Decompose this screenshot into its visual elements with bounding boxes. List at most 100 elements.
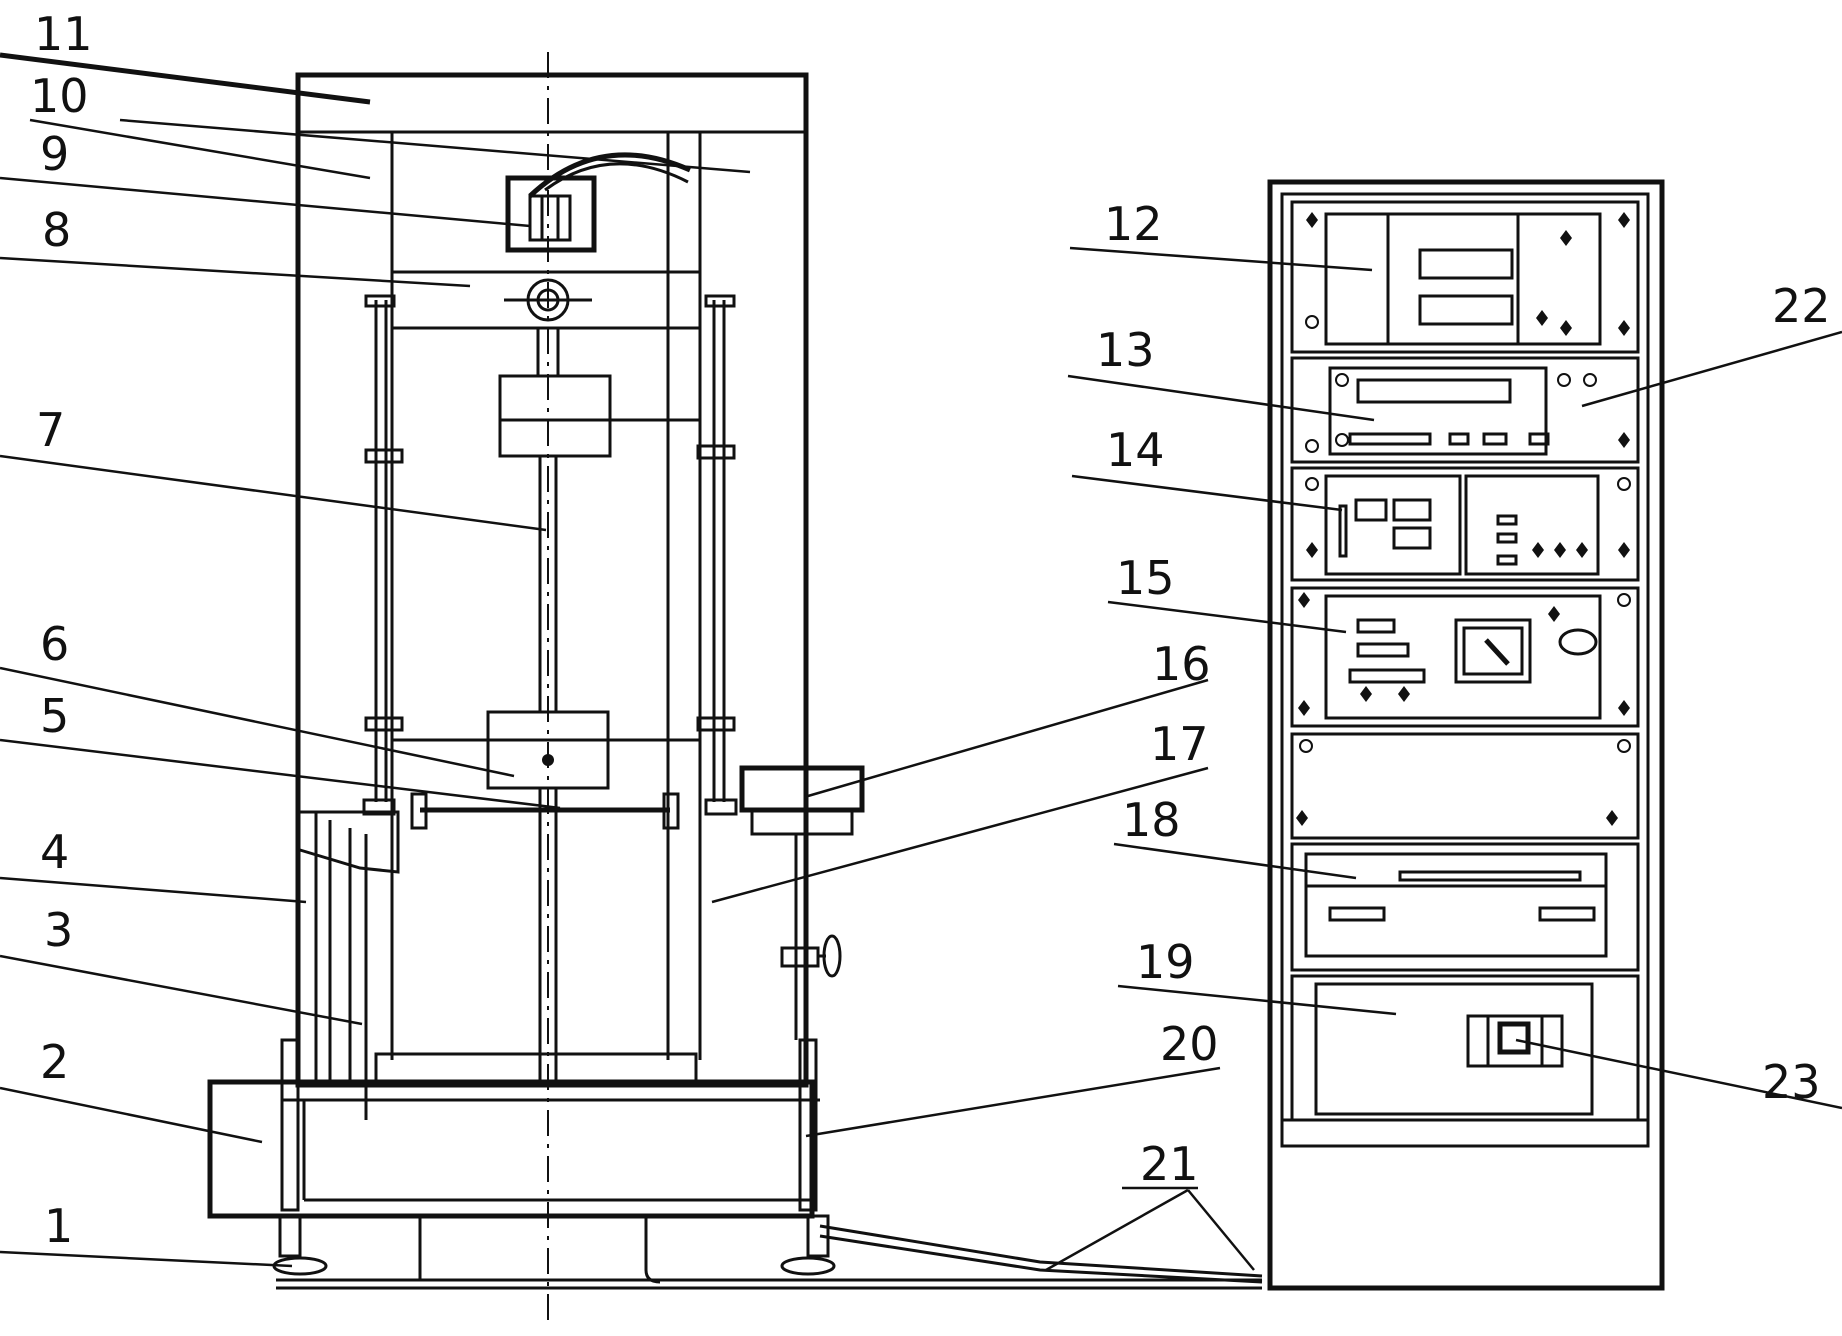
leader-3 bbox=[0, 954, 363, 1026]
base-cabinet bbox=[207, 1079, 815, 1219]
screw bbox=[1299, 739, 1313, 753]
cable-b bbox=[819, 1234, 1263, 1284]
screw bbox=[1360, 686, 1372, 702]
leader-10b bbox=[119, 118, 751, 174]
leader-14 bbox=[1071, 474, 1343, 512]
callout-6: 6 bbox=[40, 617, 69, 671]
callout-4: 4 bbox=[40, 825, 69, 879]
module-14 bbox=[1290, 466, 1640, 582]
meter-dial bbox=[1454, 618, 1532, 684]
leader-9 bbox=[0, 176, 531, 228]
callout-1: 1 bbox=[44, 1199, 73, 1253]
callout-8: 8 bbox=[42, 203, 71, 257]
callout-15: 15 bbox=[1116, 551, 1175, 605]
cable-a bbox=[819, 1224, 1263, 1278]
callout-16: 16 bbox=[1152, 637, 1211, 691]
screw bbox=[1532, 542, 1544, 558]
leader-20 bbox=[805, 1066, 1221, 1138]
leader-15 bbox=[1107, 600, 1347, 634]
screw bbox=[1548, 606, 1560, 622]
module-12 bbox=[1290, 200, 1640, 354]
callout-12: 12 bbox=[1104, 197, 1163, 251]
cable bbox=[528, 152, 692, 198]
screw bbox=[1618, 700, 1630, 716]
indicator-head bbox=[739, 765, 865, 813]
callout-19: 19 bbox=[1136, 935, 1195, 989]
module-18 bbox=[1290, 842, 1640, 972]
leader-12 bbox=[1069, 246, 1373, 272]
leader-11 bbox=[0, 52, 371, 105]
callout-9: 9 bbox=[40, 127, 69, 181]
leader-21b bbox=[1187, 1189, 1255, 1271]
control-rack bbox=[1267, 179, 1665, 1291]
blank-panel bbox=[1290, 732, 1640, 840]
rack-cabinet bbox=[1267, 179, 1665, 1291]
screw bbox=[1305, 439, 1319, 453]
screw bbox=[1617, 477, 1631, 491]
leader-18 bbox=[1113, 842, 1357, 880]
stand-knob bbox=[822, 934, 842, 978]
callout-11: 11 bbox=[34, 7, 93, 61]
screw bbox=[1536, 310, 1548, 326]
leader-8 bbox=[0, 256, 471, 288]
leader-13 bbox=[1067, 374, 1375, 422]
screw bbox=[1306, 212, 1318, 228]
screw bbox=[1298, 592, 1310, 608]
screw bbox=[1560, 320, 1572, 336]
mounting-screws bbox=[1296, 212, 1631, 826]
lower-grip bbox=[486, 710, 610, 790]
leader-5 bbox=[0, 738, 561, 810]
selector-knob bbox=[1558, 628, 1598, 656]
screw bbox=[1554, 542, 1566, 558]
leader-7 bbox=[0, 454, 547, 532]
power-switch bbox=[1497, 1021, 1531, 1055]
screw bbox=[1606, 810, 1618, 826]
screw bbox=[1617, 593, 1631, 607]
screw bbox=[1557, 373, 1571, 387]
callout-21: 21 bbox=[1140, 1137, 1199, 1191]
leader-2 bbox=[0, 1086, 263, 1144]
callout-labels: 11 10 9 8 7 6 5 4 3 2 1 12 13 14 15 16 1… bbox=[30, 7, 1831, 1253]
screw bbox=[1617, 739, 1631, 753]
callout-22: 22 bbox=[1772, 279, 1831, 333]
screw bbox=[1618, 320, 1630, 336]
callout-2: 2 bbox=[40, 1035, 69, 1089]
callout-10: 10 bbox=[30, 69, 89, 123]
screw bbox=[1398, 686, 1410, 702]
callout-23: 23 bbox=[1762, 1055, 1821, 1109]
leader-6 bbox=[0, 666, 515, 778]
callout-20: 20 bbox=[1160, 1017, 1219, 1071]
screw bbox=[1306, 542, 1318, 558]
leader-1 bbox=[0, 1250, 293, 1268]
leader-22 bbox=[1581, 330, 1842, 408]
screw bbox=[1618, 432, 1630, 448]
load-cell-core bbox=[528, 194, 572, 242]
callout-7: 7 bbox=[36, 403, 65, 457]
screw bbox=[1583, 373, 1597, 387]
callout-5: 5 bbox=[40, 689, 69, 743]
screw bbox=[1296, 810, 1308, 826]
screw bbox=[1298, 700, 1310, 716]
callout-18: 18 bbox=[1122, 793, 1181, 847]
callout-3: 3 bbox=[44, 903, 73, 957]
leader-4 bbox=[0, 876, 307, 904]
screw bbox=[1335, 373, 1349, 387]
right-foot bbox=[780, 1256, 836, 1276]
leader-10a bbox=[29, 118, 371, 180]
callout-13: 13 bbox=[1096, 323, 1155, 377]
leader-21a bbox=[1045, 1188, 1189, 1272]
upper-grip bbox=[498, 374, 612, 458]
leader-lines bbox=[0, 52, 1842, 1272]
screw bbox=[1305, 477, 1319, 491]
callout-17: 17 bbox=[1150, 717, 1209, 771]
frame-housing bbox=[295, 72, 809, 1088]
screw bbox=[1576, 542, 1588, 558]
callout-14: 14 bbox=[1106, 423, 1165, 477]
screw bbox=[1305, 315, 1319, 329]
screw bbox=[1618, 212, 1630, 228]
module-19 bbox=[1290, 974, 1640, 1122]
module-13 bbox=[1290, 356, 1640, 464]
leader-19 bbox=[1117, 984, 1397, 1016]
